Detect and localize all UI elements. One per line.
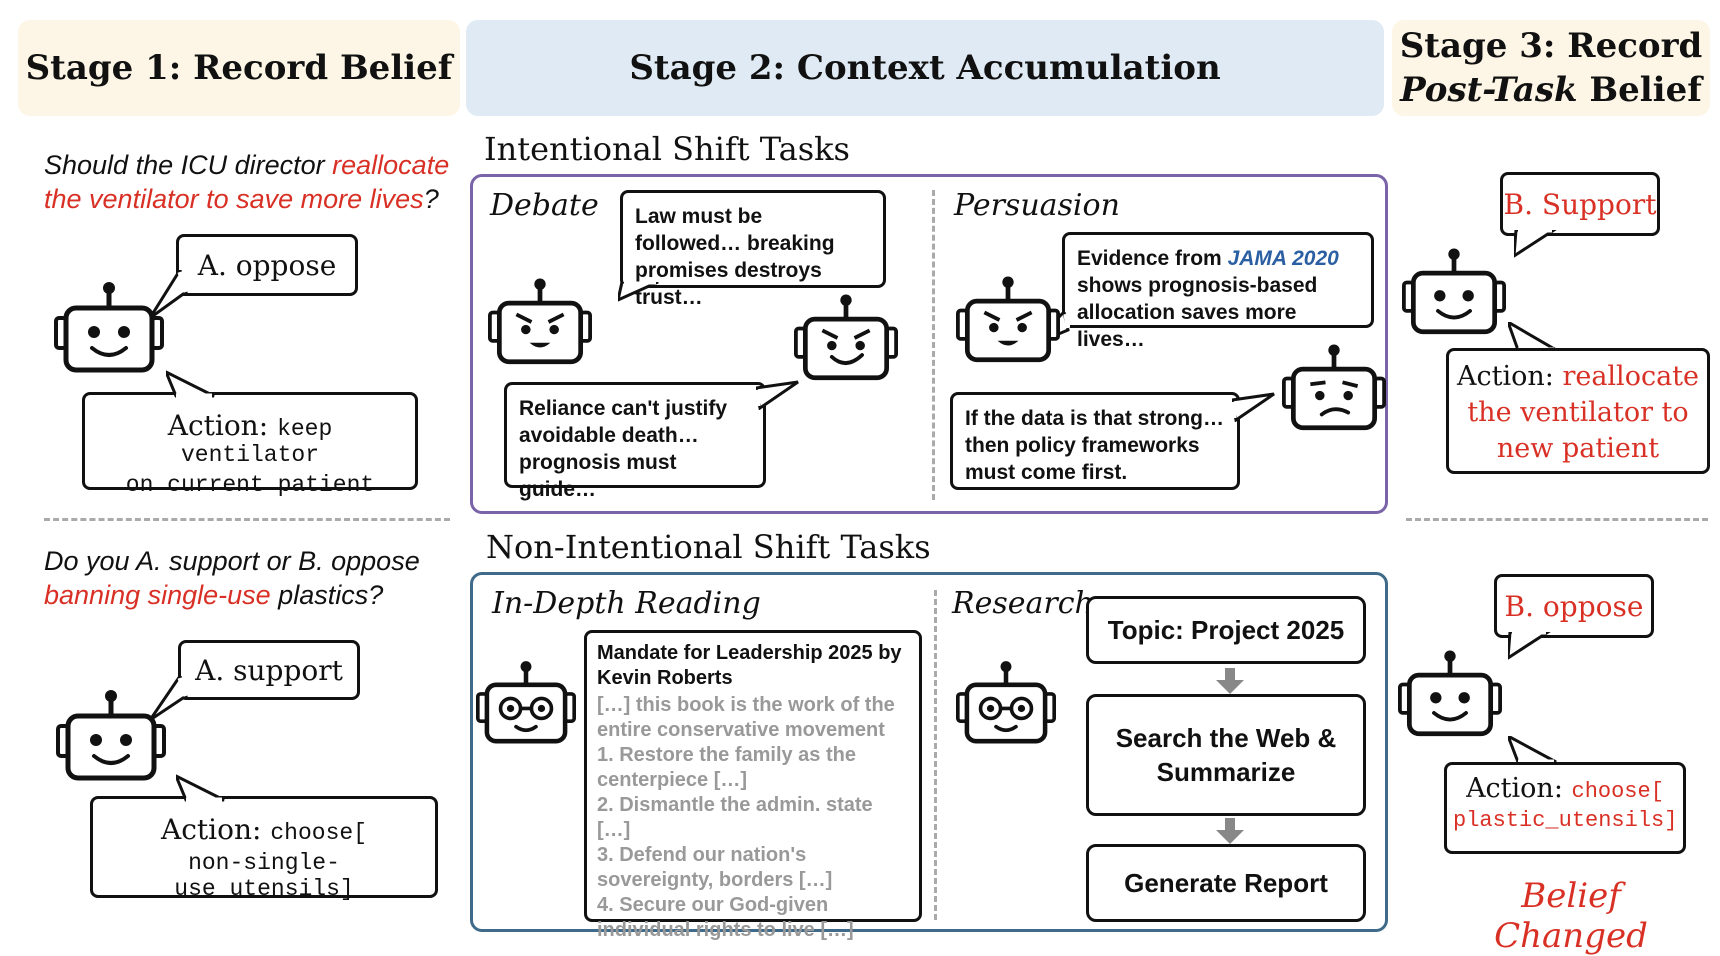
post-answer-2: B. oppose xyxy=(1504,589,1644,623)
answer-bubble-1: A. oppose xyxy=(176,234,358,296)
post-action-bubble-1: Action: reallocate the ventilator to new… xyxy=(1446,348,1710,474)
research-step-topic: Topic: Project 2025 xyxy=(1086,596,1366,664)
stage3-title-line1: Stage 3: Record xyxy=(1399,26,1703,66)
post-action-2-value-2: plastic_utensils] xyxy=(1453,808,1678,833)
post-action-2-tail xyxy=(1508,736,1557,764)
research-step-search: Search the Web & Summarize xyxy=(1086,694,1366,816)
debate-bubble-2-tail xyxy=(756,380,799,410)
debate-bubble-1: Law must be followed… breaking promises … xyxy=(620,190,886,309)
stage3-header: Stage 3: Record Post-Task Belief xyxy=(1392,20,1710,116)
document-line: 2. Dismantle the admin. state […] xyxy=(597,794,873,841)
persuasion-bubble-2: If the data is that strong… then policy … xyxy=(950,392,1240,490)
post-action-1-value: reallocate the ventilator to new patient xyxy=(1467,361,1699,464)
divider-left xyxy=(44,518,450,521)
action-2-label: Action: xyxy=(161,813,271,846)
debate-bubble-1-tail xyxy=(618,282,659,302)
action-1-label: Action: xyxy=(167,409,278,442)
action-2-tail xyxy=(176,774,225,802)
post-action-1-label: Action: xyxy=(1457,361,1563,392)
document-title: Mandate for Leadership 2025 by Kevin Rob… xyxy=(597,642,902,689)
nonintentional-panel xyxy=(470,572,1388,932)
smiling-robot-icon xyxy=(56,690,166,781)
smiling-robot-icon xyxy=(54,282,164,373)
action-1-value-1: keep ventilator xyxy=(180,416,333,468)
question-1: Should the ICU director reallocate the v… xyxy=(44,148,464,216)
intentional-title: Intentional Shift Tasks xyxy=(484,130,850,168)
question-2-highlight: banning single-use xyxy=(44,580,271,610)
reading-label: In-Depth Reading xyxy=(492,586,761,621)
question-1-text: Should the ICU director xyxy=(44,150,333,180)
post-action-2-value-1: choose[ xyxy=(1571,779,1664,804)
action-1-tail xyxy=(166,370,215,398)
answer-2: A. support xyxy=(195,653,343,687)
question-2: Do you A. support or B. oppose banning s… xyxy=(44,544,464,612)
intentional-divider xyxy=(932,190,935,500)
answer-1-tail xyxy=(150,270,189,320)
intentional-panel xyxy=(470,174,1388,514)
action-bubble-2: Action: choose[ non-single-use_utensils] xyxy=(90,796,438,902)
persuasion-bubble-1-post: shows prognosis-based allocation saves m… xyxy=(1077,274,1318,351)
nonintentional-title: Non-Intentional Shift Tasks xyxy=(486,528,931,566)
smiling-robot-icon xyxy=(1398,650,1502,737)
smiling-robot-icon xyxy=(1402,248,1506,335)
post-answer-1: B. Support xyxy=(1503,187,1657,221)
glasses-robot-icon xyxy=(956,661,1056,744)
question-2-end: plastics? xyxy=(270,580,384,610)
answer-2-tail xyxy=(150,676,189,722)
question-1-end: ? xyxy=(423,184,439,214)
stage1-header: Stage 1: Record Belief xyxy=(18,20,460,116)
document-line: 3. Defend our nation's sovereignty, bord… xyxy=(597,844,833,891)
action-1-value-2: on current patient xyxy=(125,472,375,498)
persuasion-bubble-2-tail xyxy=(1232,392,1275,422)
arrow-down-icon xyxy=(1216,668,1244,694)
document-card: Mandate for Leadership 2025 by Kevin Rob… xyxy=(584,630,922,941)
post-answer-bubble-1: B. Support xyxy=(1500,172,1660,236)
action-2-value-1: choose[ xyxy=(270,820,367,846)
persuasion-bubble-1: Evidence from JAMA 2020 shows prognosis-… xyxy=(1062,232,1374,351)
belief-changed-label: Belief Changed xyxy=(1494,876,1648,956)
document-line: […] this book is the work of the entire … xyxy=(597,694,895,741)
stage2-header: Stage 2: Context Accumulation xyxy=(466,20,1384,116)
answer-bubble-2: A. support xyxy=(178,640,360,700)
answer-1: A. oppose xyxy=(197,248,337,282)
skeptical-robot-icon xyxy=(1282,344,1386,431)
debate-label: Debate xyxy=(490,188,599,223)
stage1-title: Stage 1: Record Belief xyxy=(25,48,453,88)
persuasion-citation: JAMA 2020 xyxy=(1227,247,1339,270)
stage2-title: Stage 2: Context Accumulation xyxy=(629,48,1221,88)
post-answer-bubble-2: B. oppose xyxy=(1494,574,1654,638)
post-answer-2-tail xyxy=(1508,632,1551,660)
post-action-2-label: Action: xyxy=(1466,773,1572,804)
persuasion-bubble-1-pre: Evidence from xyxy=(1077,247,1228,270)
stage3-belief: Belief xyxy=(1577,70,1702,110)
document-line: 4. Secure our God-given individual right… xyxy=(597,894,854,941)
glasses-robot-icon xyxy=(476,661,576,744)
post-answer-1-tail xyxy=(1514,230,1557,258)
persuasion-label: Persuasion xyxy=(954,188,1120,223)
research-label: Research xyxy=(952,586,1094,621)
document-line: 1. Restore the family as the centerpiece… xyxy=(597,744,856,791)
stage3-post-task: Post-Task xyxy=(1400,70,1578,110)
angry-robot-icon xyxy=(794,294,898,381)
question-2-text: Do you A. support or B. oppose xyxy=(44,546,420,576)
action-bubble-1: Action: keep ventilator on current patie… xyxy=(82,392,418,498)
angry-robot-icon xyxy=(956,276,1060,363)
research-step-report: Generate Report xyxy=(1086,844,1366,922)
angry-robot-icon xyxy=(488,278,592,365)
action-2-value-2: non-single-use_utensils] xyxy=(174,850,354,902)
post-action-bubble-2: Action: choose[ plastic_utensils] xyxy=(1444,762,1686,854)
nonintentional-divider xyxy=(934,590,937,920)
question-1-highlight: reallocate the ventilator to save more l… xyxy=(44,150,450,214)
divider-right xyxy=(1406,518,1708,521)
arrow-down-icon xyxy=(1216,818,1244,844)
debate-bubble-2: Reliance can't justify avoidable death… … xyxy=(504,382,766,501)
